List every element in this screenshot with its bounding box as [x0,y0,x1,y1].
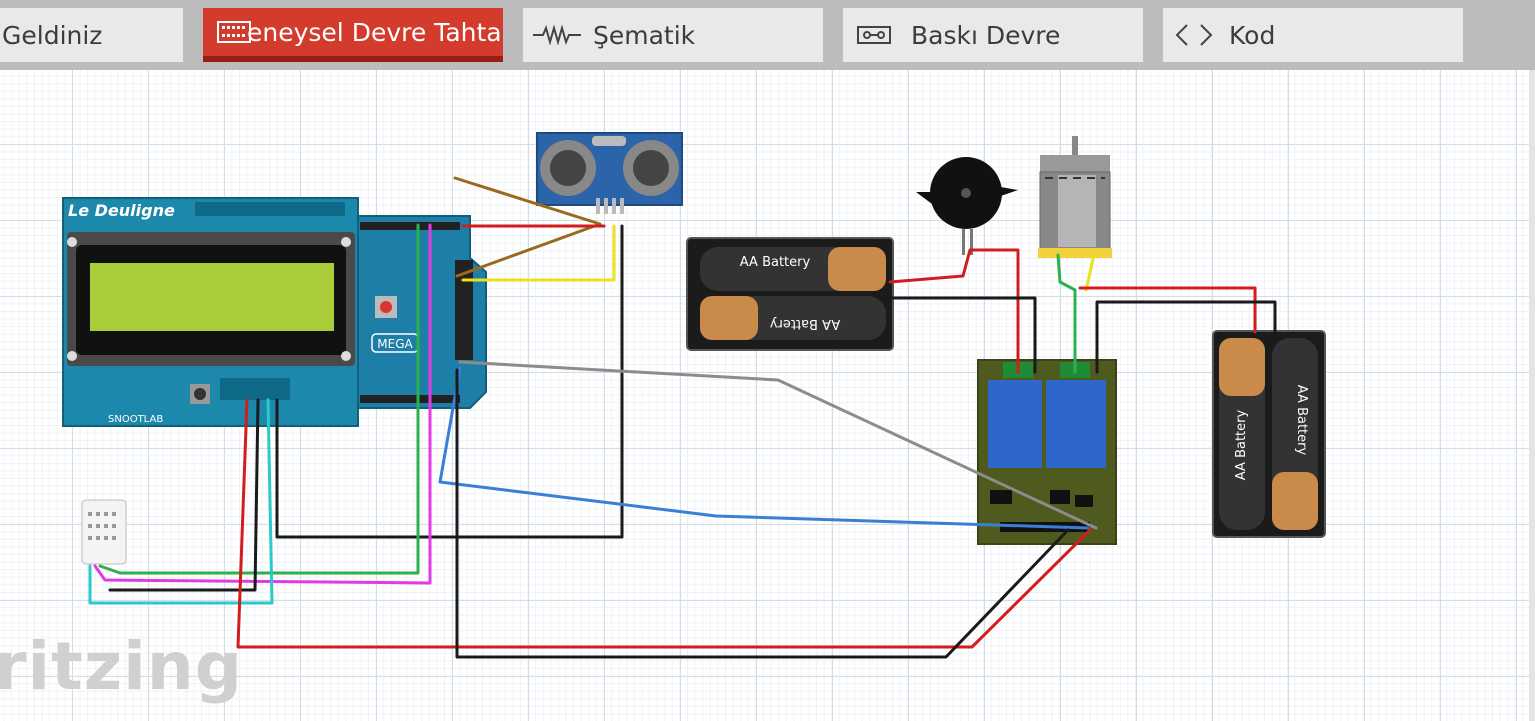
arduino-mega-board[interactable]: MEGA [339,215,487,409]
pcb-icon [857,25,891,45]
dc-motor[interactable] [1038,136,1112,258]
wire-brown [453,176,602,278]
tab-schematic-label: Şematik [593,20,696,50]
battery-label-top-b: AA Battery [770,316,841,331]
wire-gray [458,360,1098,530]
wire-black-dht [108,398,260,592]
wire-red-battery-buzzer [888,248,1020,374]
wire-black-long [455,368,1070,659]
code-icon [1175,23,1213,47]
wire-black-sensor [275,224,624,539]
schematic-icon [533,25,581,45]
battery-label-top-a: AA Battery [740,255,811,270]
wire-yellow-motor [1084,253,1096,292]
tab-welcome-label: Geldiniz [2,20,103,50]
breadboard-icon [217,21,251,43]
tab-pcb[interactable]: Baskı Devre [843,8,1143,62]
wire-green-motor [1056,253,1077,374]
battery-label-right-a: AA Battery [1234,410,1249,481]
wire-magenta [93,223,432,585]
lcd-shield[interactable]: Le Deuligne SNOOTLAB [62,197,359,427]
battery-pack-right[interactable]: AA Battery AA Battery [1212,330,1326,538]
wire-red-dht [236,398,1092,649]
wire-cyan [88,398,274,605]
arduino-model-label: MEGA [377,337,413,351]
tab-code-label: Kod [1229,20,1276,50]
dht-sensor[interactable] [81,499,127,565]
lcd-shield-brand: Le Deuligne [68,201,175,220]
wire-black-relay-battery [1095,300,1277,374]
tab-breadboard[interactable]: eneysel Devre Tahta [203,8,503,62]
wire-black-battery-relay [888,296,1037,374]
wire-green [98,223,420,575]
tab-pcb-label: Baskı Devre [911,20,1061,50]
fritzing-watermark: ritzing [0,628,243,705]
tab-schematic[interactable]: Şematik [523,8,823,62]
wire-blue [438,366,1090,530]
battery-pack-top[interactable]: AA Battery AA Battery [686,237,894,351]
buzzer[interactable] [916,157,1018,255]
lcd-shield-maker: SNOOTLAB [108,414,163,425]
ultrasonic-sensor[interactable] [536,132,683,214]
canvas-scrollbar[interactable] [1529,70,1535,721]
relay-module[interactable] [977,359,1117,545]
tab-welcome[interactable]: Geldiniz [0,8,183,62]
battery-label-right-b: AA Battery [1294,385,1309,456]
view-tab-bar: Geldiniz eneysel Devre Tahta Şematik Bas… [0,0,1535,70]
tab-breadboard-label: eneysel Devre Tahta [247,17,502,47]
wire-red-motor [1078,286,1257,334]
wire-yellow [461,224,616,282]
wires[interactable] [88,176,1277,659]
tab-code[interactable]: Kod [1163,8,1463,62]
